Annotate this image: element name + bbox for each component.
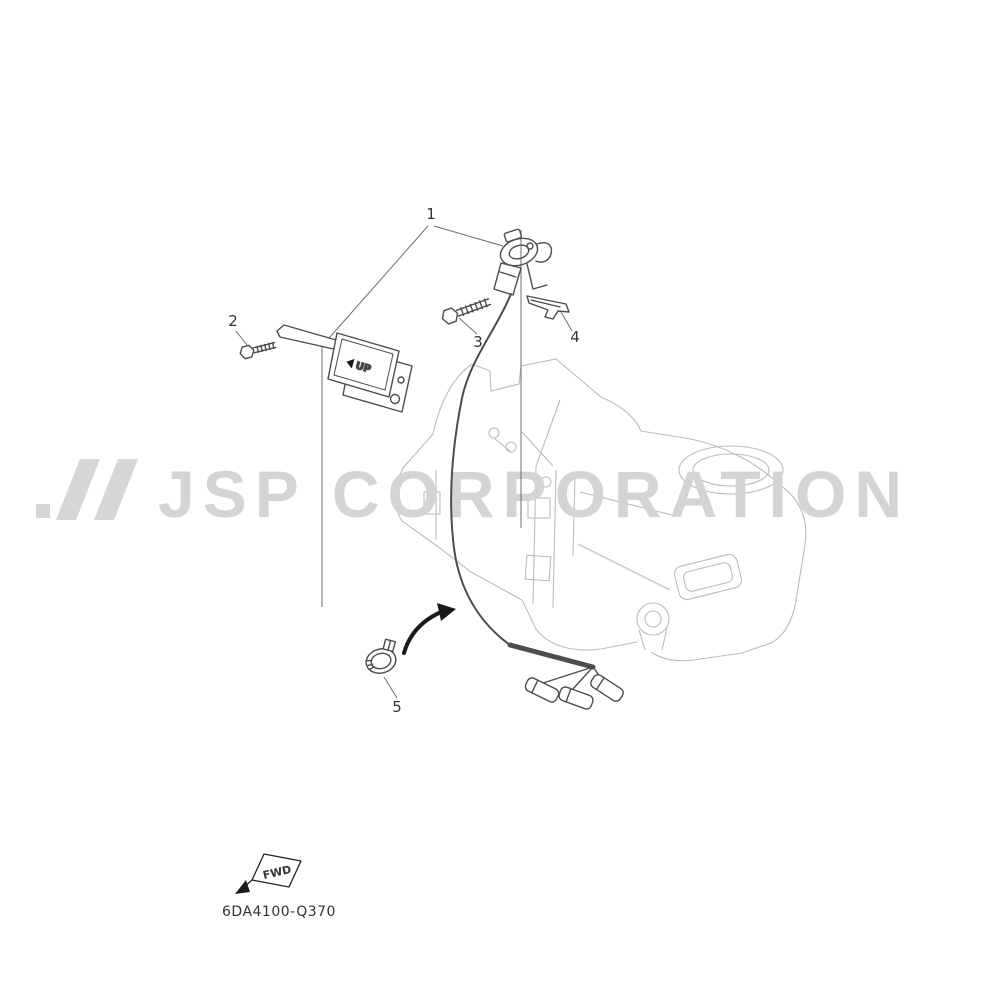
callout-2: 2	[228, 312, 238, 330]
watermark-logo-square	[36, 504, 50, 518]
part-2-bolt	[239, 341, 277, 360]
connector-1	[524, 677, 560, 703]
fwd-label: FWD	[262, 863, 293, 882]
up-label: UP	[354, 361, 372, 376]
fwd-flag: FWD	[235, 853, 302, 894]
up-arrow-icon	[346, 358, 355, 369]
leader-lines	[235, 225, 573, 699]
part-5-clamp	[365, 638, 397, 674]
part-3-bolt	[441, 298, 492, 325]
engine-outline	[394, 358, 807, 662]
part-4-bracket	[526, 295, 570, 320]
fwd-arrow-icon	[235, 880, 250, 894]
callout-3: 3	[473, 333, 483, 351]
watermark-logo-stroke-1	[56, 459, 100, 520]
watermark-text: JSP CORPORATION	[158, 457, 910, 531]
watermark-logo-stroke-2	[94, 459, 138, 520]
connector-2	[558, 686, 594, 710]
callout-5: 5	[392, 698, 402, 716]
up-label-group: UP	[346, 358, 373, 376]
up-bracket: UP	[276, 324, 413, 413]
callouts: 1 2 3 4 5	[228, 205, 580, 716]
connector-3	[590, 674, 624, 702]
harness-wrap	[507, 642, 596, 670]
wire-harness	[450, 293, 624, 710]
part-code: 6DA4100-Q370	[222, 904, 336, 920]
part-1-switch-assembly	[493, 228, 553, 296]
watermark: JSP CORPORATION	[36, 457, 910, 531]
callout-4: 4	[570, 328, 580, 346]
bracket-front-plate	[327, 332, 400, 398]
direction-arrow	[402, 603, 456, 655]
callout-1: 1	[426, 205, 436, 223]
fwd-flag-body	[251, 853, 302, 888]
